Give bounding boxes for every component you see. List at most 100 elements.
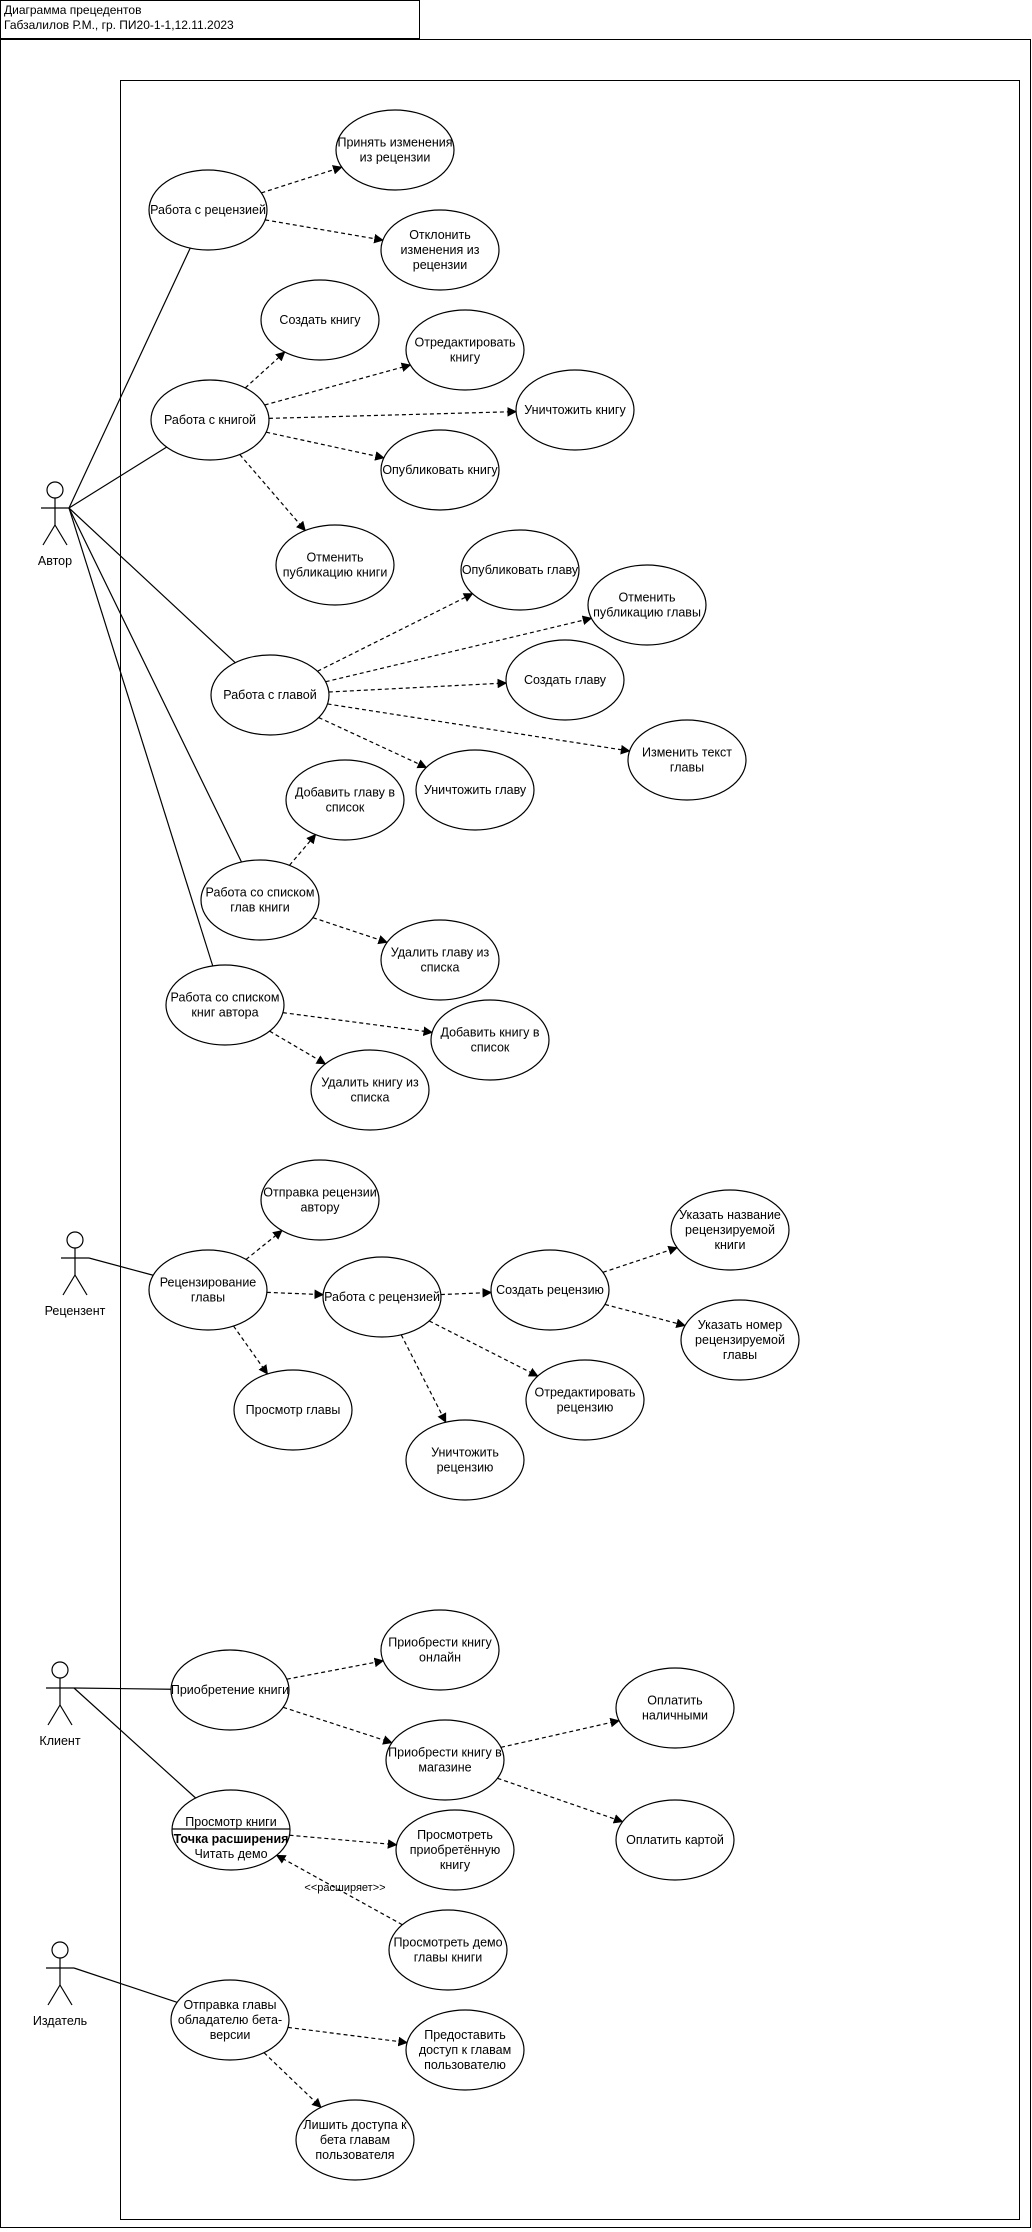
dependency-arrow: [400, 1334, 447, 1424]
use-case-book-work[interactable]: Работа с книгой: [150, 379, 270, 461]
use-case-label: рецензию: [557, 1401, 614, 1415]
association-line: [73, 1687, 197, 1799]
dependency-arrow: [327, 703, 631, 755]
extends-stereotype-label: <<расширяет>>: [304, 1882, 385, 1894]
use-case-view-chapter[interactable]: Просмотр главы: [233, 1369, 353, 1451]
association-line: [68, 446, 167, 509]
association-line: [88, 1257, 154, 1276]
use-case-label: Уничтожить книгу: [524, 403, 626, 417]
actor-label: Рецензент: [45, 1304, 106, 1318]
actor-label: Клиент: [39, 1734, 80, 1748]
use-case-label: Лишить доступа к: [303, 2118, 407, 2132]
use-case-publish-chapter[interactable]: Опубликовать главу: [460, 529, 580, 611]
extension-point-header: Точка расширения: [174, 1832, 289, 1846]
dependency-arrow: [312, 917, 388, 945]
use-case-review-work[interactable]: Работа с рецензией: [148, 169, 268, 251]
use-case-label: Оплатить картой: [626, 1833, 724, 1847]
use-case-label: Создать рецензию: [496, 1283, 604, 1297]
actor-reviewer[interactable]: Рецензент: [45, 1231, 106, 1318]
use-case-destroy-chapter[interactable]: Уничтожить главу: [415, 749, 535, 831]
use-case-label: рецензию: [437, 1461, 494, 1475]
use-case-view-book[interactable]: Просмотр книги Точка расширения Читать д…: [171, 1789, 291, 1871]
use-case-label: книгу: [450, 351, 481, 365]
use-case-label: обладателю бета-: [178, 2013, 282, 2027]
use-case-buy-book[interactable]: Приобретение книги: [170, 1649, 290, 1731]
use-case-label: главы книги: [414, 1951, 483, 1965]
dependency-arrow: [239, 454, 306, 532]
association-line: [68, 507, 214, 967]
use-case-label: Создать главу: [524, 673, 607, 687]
use-case-label: Отправка главы: [183, 1998, 276, 2012]
use-case-label: Просмотреть: [417, 1828, 493, 1842]
dependency-arrow: [318, 717, 428, 769]
dependency-arrow: [440, 1288, 493, 1298]
use-case-label: Изменить текст: [642, 746, 732, 760]
use-case-label: изменения из: [401, 243, 480, 257]
use-case-label: Удалить главу из: [391, 946, 490, 960]
use-case-label: Оплатить: [647, 1694, 702, 1708]
actor-client[interactable]: Клиент: [39, 1661, 81, 1748]
use-case-label: пользователя: [315, 2148, 394, 2162]
dependency-arrow: [266, 431, 385, 461]
use-case-label: рецензии: [413, 258, 467, 272]
use-case-label: рецензируемой: [695, 1333, 785, 1347]
use-case-label: Просмотр главы: [246, 1403, 341, 1417]
use-case-label: Отменить: [306, 551, 363, 565]
use-case-label: список: [471, 1041, 510, 1055]
use-case-destroy-book[interactable]: Уничтожить книгу: [515, 369, 635, 451]
use-case-label: Работа со списком: [171, 991, 280, 1005]
use-case-label: Опубликовать книгу: [382, 463, 498, 477]
system-boundary: [120, 80, 1020, 2220]
use-case-create-chapter[interactable]: Создать главу: [505, 639, 625, 721]
use-case-chapter-work[interactable]: Работа с главой: [210, 654, 330, 736]
use-case-pay-card[interactable]: Оплатить картой: [615, 1799, 735, 1881]
use-case-create-review[interactable]: Создать рецензию: [490, 1249, 610, 1331]
actor-author[interactable]: Автор: [38, 481, 72, 568]
use-case-create-book[interactable]: Создать книгу: [260, 279, 380, 361]
use-case-review-work2[interactable]: Работа с рецензией: [322, 1256, 442, 1338]
dependency-arrow: [265, 219, 384, 244]
dependency-arrow: [325, 615, 593, 683]
use-case-label: Создать книгу: [279, 313, 361, 327]
use-case-label: рецензируемой: [685, 1223, 775, 1237]
use-case-label: из рецензии: [360, 151, 431, 165]
use-case-label: Уничтожить: [431, 1446, 499, 1460]
actor-publisher[interactable]: Издатель: [33, 1941, 87, 2028]
use-case-label: онлайн: [419, 1651, 461, 1665]
dependency-arrow: [289, 833, 317, 866]
use-case-label: доступ к главам: [419, 2043, 511, 2057]
use-case-label: версии: [210, 2028, 251, 2042]
use-case-publish-book[interactable]: Опубликовать книгу: [380, 429, 500, 511]
use-case-label: пользователю: [424, 2058, 506, 2072]
use-case-label: главы: [191, 1291, 225, 1305]
dependency-arrow: [602, 1245, 678, 1273]
use-case-label: Работа с книгой: [164, 413, 256, 427]
dependency-arrow: [287, 2026, 408, 2047]
